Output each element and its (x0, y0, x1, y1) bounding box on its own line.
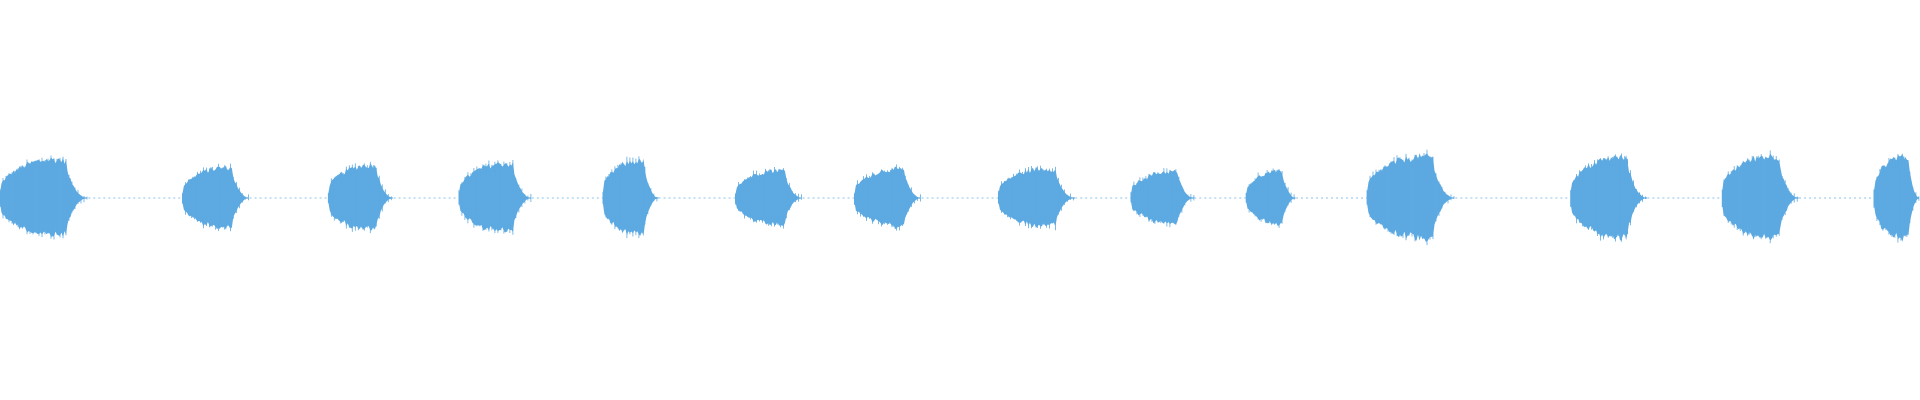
waveform-burst (1570, 155, 1648, 241)
waveform-burst (998, 167, 1075, 228)
waveform-bursts (0, 149, 1920, 246)
waveform-burst (1367, 153, 1454, 243)
waveform-burst (1722, 153, 1799, 241)
waveform-burst (0, 157, 87, 238)
waveform-burst (1130, 169, 1194, 225)
waveform-burst (602, 158, 659, 237)
waveform-burst (328, 163, 393, 231)
waveform-burst (1873, 153, 1919, 242)
